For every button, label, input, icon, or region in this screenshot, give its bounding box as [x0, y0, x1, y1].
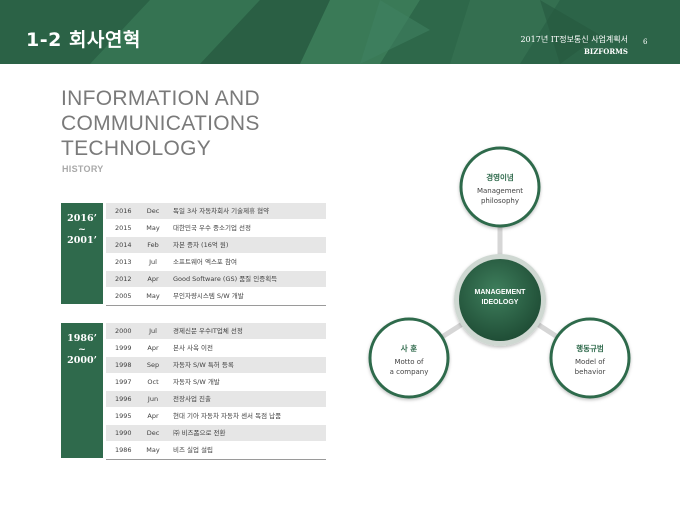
row-month: Jul	[149, 258, 157, 266]
row-month: Sep	[146, 361, 160, 369]
row-event: 자동자 S/W 개발	[173, 378, 220, 386]
table-row: 2000 Jul 경제신문 우수IT업체 선정	[106, 323, 326, 340]
row-event: 무인자량시스템 S/W 개발	[173, 292, 244, 300]
heading-line: COMMUNICATIONS	[61, 112, 260, 135]
node-english-label: Management	[476, 187, 524, 195]
table-row: 2005 May 무인자량시스템 S/W 개발	[106, 288, 326, 305]
period-badge: 2016’ ~ 2001’	[61, 203, 103, 304]
table-bottom-rule	[106, 459, 326, 460]
row-event: 경제신문 우수IT업체 선정	[173, 327, 243, 335]
table-row: 2012 Apr Good Software (GS) 품질 인증획득	[106, 271, 326, 288]
table-row: 1999 Apr 본사 사옥 이전	[106, 340, 326, 357]
page-number: 6	[643, 38, 648, 46]
table-row: 1996 Jun 전장사업 진출	[106, 391, 326, 408]
row-month: Feb	[147, 241, 159, 249]
node-english-label: a company	[389, 367, 429, 376]
period-end: 2001’	[67, 235, 97, 246]
table-row: 2013 Jul 소프트웨어 엑스포 참여	[106, 254, 326, 271]
row-year: 1996	[115, 395, 132, 403]
row-month: Dec	[146, 429, 160, 437]
header-facet-pattern	[0, 0, 680, 64]
table-row: 1990 Dec ㈜ 비즈폼으로 전환	[106, 425, 326, 442]
row-year: 2013	[115, 258, 132, 266]
period-start: 1986’	[67, 333, 97, 344]
node-english-label: philosophy	[480, 196, 519, 205]
heading-line: INFORMATION AND	[61, 87, 260, 110]
table-row: 2014 Feb 자본 증자 (16억 원)	[106, 237, 326, 254]
center-label: MANAGEMENT IDEOLOGY	[461, 288, 539, 308]
node-behavior-model: 행동규범 Model of behavior	[551, 343, 629, 377]
row-year: 2012	[115, 275, 132, 283]
table-row: 2015 May 대한민국 우수 중소기업 선정	[106, 220, 326, 237]
period-badge: 1986’ ~ 2000’	[61, 323, 103, 458]
header-bar: 1-2 회사연혁 2017년 IT정보통신 사업계획서 BIZFORMS 6	[0, 0, 680, 64]
node-english-label: Motto of	[394, 358, 424, 366]
row-month: Apr	[147, 412, 159, 420]
page-title: 1-2 회사연혁	[26, 29, 141, 51]
row-event: Good Software (GS) 품질 인증획득	[173, 275, 278, 283]
center-label-line: IDEOLOGY	[481, 299, 519, 306]
row-event: 자동자 S/W 특허 등록	[173, 361, 234, 369]
row-year: 2016	[115, 207, 132, 215]
node-management-philosophy: 경영이념 Management philosophy	[461, 172, 539, 206]
row-event: 자본 증자 (16억 원)	[173, 241, 229, 249]
row-year: 2014	[115, 241, 132, 249]
node-korean-label: 행동규범	[576, 344, 604, 353]
row-month: Jun	[147, 395, 159, 403]
row-year: 2005	[115, 292, 132, 300]
history-table: 2016 Dec 독일 3사 자동차회사 기술제휴 협약 2015 May 대한…	[106, 203, 326, 306]
section-heading: INFORMATION AND COMMUNICATIONS TECHNOLOG…	[61, 86, 321, 161]
center-label-line: MANAGEMENT	[474, 289, 526, 296]
table-row: 1986 May 비즈 실업 설립	[106, 442, 326, 459]
table-row: 1998 Sep 자동자 S/W 특허 등록	[106, 357, 326, 374]
row-year: 2000	[115, 327, 132, 335]
row-year: 1998	[115, 361, 132, 369]
table-row: 1997 Oct 자동자 S/W 개발	[106, 374, 326, 391]
row-event: 소프트웨어 엑스포 참여	[173, 258, 237, 266]
row-event: 비즈 실업 설립	[173, 446, 214, 454]
period-separator: ~	[78, 344, 86, 355]
row-year: 1990	[115, 429, 132, 437]
row-event: 대한민국 우수 중소기업 선정	[173, 224, 251, 232]
node-english-label: Model of	[575, 358, 605, 366]
table-bottom-rule	[106, 305, 326, 306]
period-separator: ~	[78, 224, 86, 235]
row-month: Oct	[147, 378, 159, 386]
row-month: May	[146, 292, 160, 300]
row-year: 1999	[115, 344, 132, 352]
node-korean-label: 경영이념	[486, 173, 514, 182]
document-title-block: 2017년 IT정보통신 사업계획서 BIZFORMS	[520, 34, 628, 58]
row-event: ㈜ 비즈폼으로 전환	[173, 429, 226, 437]
row-event: 현대 기아 자동차 자동차 센서 독점 납품	[173, 412, 282, 420]
row-month: Apr	[147, 275, 159, 283]
table-row: 2016 Dec 독일 3사 자동차회사 기술제휴 협약	[106, 203, 326, 220]
row-event: 독일 3사 자동차회사 기술제휴 협약	[173, 207, 270, 215]
table-row: 1995 Apr 현대 기아 자동차 자동차 센서 독점 납품	[106, 408, 326, 425]
document-title: 2017년 IT정보통신 사업계획서	[520, 35, 628, 44]
row-month: Apr	[147, 344, 159, 352]
row-year: 2015	[115, 224, 132, 232]
history-table: 2000 Jul 경제신문 우수IT업체 선정 1999 Apr 본사 사옥 이…	[106, 323, 326, 460]
row-year: 1997	[115, 378, 132, 386]
row-month: Dec	[146, 207, 160, 215]
brand-name: BIZFORMS	[584, 47, 628, 56]
node-korean-label: 사 훈	[400, 344, 418, 353]
row-month: May	[146, 224, 160, 232]
section-subtitle: HISTORY	[62, 164, 104, 174]
row-year: 1986	[115, 446, 132, 454]
row-month: May	[146, 446, 160, 454]
node-company-motto: 사 훈 Motto of a company	[370, 343, 448, 377]
node-english-label: behavior	[574, 367, 606, 376]
row-event: 전장사업 진출	[173, 395, 211, 403]
period-end: 2000’	[67, 355, 97, 366]
row-year: 1995	[115, 412, 132, 420]
row-month: Jul	[149, 327, 157, 335]
period-start: 2016’	[67, 213, 97, 224]
row-event: 본사 사옥 이전	[173, 344, 214, 352]
heading-line: TECHNOLOGY	[61, 137, 212, 160]
